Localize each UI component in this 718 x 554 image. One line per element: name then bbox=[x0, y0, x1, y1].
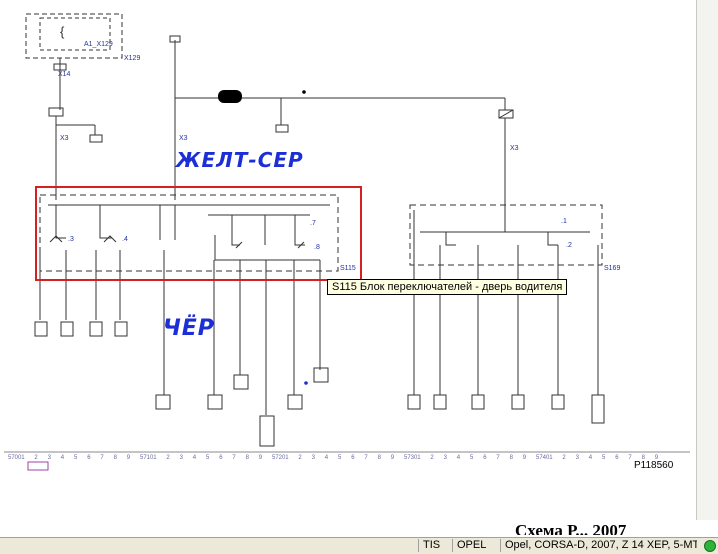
ruler-label: 4 bbox=[325, 455, 329, 461]
ruler-label: 7 bbox=[628, 455, 632, 461]
ruler-label: 5 bbox=[602, 455, 606, 461]
ruler-label: 8 bbox=[510, 455, 514, 461]
ruler-label: 7 bbox=[496, 455, 500, 461]
ruler-label: 9 bbox=[127, 455, 131, 461]
pin-x3-label-2: X3 bbox=[179, 135, 188, 142]
pin-label-8: .8 bbox=[314, 244, 320, 251]
ruler-label: 3 bbox=[180, 455, 184, 461]
component-s115-outline bbox=[39, 194, 339, 272]
status-bar: TIS OPEL Opel, CORSA-D, 2007, Z 14 XEP, … bbox=[0, 537, 718, 554]
splice-connector bbox=[218, 90, 242, 103]
ruler-label: 5740 bbox=[536, 455, 550, 461]
ruler-label: 5 bbox=[74, 455, 78, 461]
ruler-label: 8 bbox=[114, 455, 118, 461]
ruler-label: 6 bbox=[483, 455, 487, 461]
ruler-label: 5 bbox=[470, 455, 474, 461]
ruler-label: 2 bbox=[430, 455, 434, 461]
ruler-label: 2 bbox=[298, 455, 302, 461]
ruler-label: 6 bbox=[87, 455, 91, 461]
ruler-label: 2 bbox=[34, 455, 38, 461]
pin-label-2: .2 bbox=[566, 242, 572, 249]
handwritten-note-yellow-grey: ЖЕЛТ-СЕР bbox=[176, 148, 304, 172]
wiring-schematic: A1_X129 X129 X14 X3 X3 X3 S115 S169 .3 .… bbox=[4, 13, 690, 471]
ruler-label: 8 bbox=[378, 455, 382, 461]
document-number: P118560 bbox=[634, 460, 674, 471]
pin-x14-label: X14 bbox=[58, 71, 71, 78]
pin-label-1: .1 bbox=[561, 218, 567, 225]
ruler-label: 9 bbox=[391, 455, 395, 461]
ruler-label: 7 bbox=[364, 455, 368, 461]
ruler-label: 8 bbox=[642, 455, 646, 461]
pin-x3-label-3: X3 bbox=[510, 145, 519, 152]
ruler-label: 9 bbox=[259, 455, 263, 461]
ruler-label: 6 bbox=[615, 455, 619, 461]
ruler-label: 9 bbox=[655, 455, 659, 461]
ruler-label: 4 bbox=[193, 455, 197, 461]
ruler-label: 3 bbox=[48, 455, 52, 461]
status-brand: OPEL bbox=[452, 539, 499, 552]
pin-label-3: .3 bbox=[68, 236, 74, 243]
ruler-label: 5700 bbox=[8, 455, 22, 461]
ruler-label: 5 bbox=[206, 455, 210, 461]
ruler-label: 1 bbox=[153, 455, 157, 461]
component-s169-outline bbox=[409, 204, 603, 266]
ruler-label: 3 bbox=[312, 455, 316, 461]
green-circle-icon bbox=[704, 540, 716, 552]
ruler-label: 6 bbox=[351, 455, 355, 461]
pin-x3-label-1: X3 bbox=[60, 135, 69, 142]
ruler-label: 1 bbox=[285, 455, 289, 461]
ruler-label: 3 bbox=[444, 455, 448, 461]
vertical-scrollbar[interactable] bbox=[696, 0, 718, 520]
s115-label: S115 bbox=[340, 265, 356, 272]
ruler-label: 2 bbox=[562, 455, 566, 461]
status-system: TIS bbox=[418, 539, 451, 552]
cursor-glyph: { bbox=[60, 24, 65, 39]
diagram-viewer[interactable]: A1_X129 X129 X14 X3 X3 X3 S115 S169 .3 .… bbox=[0, 0, 718, 520]
ruler-label: 5 bbox=[338, 455, 342, 461]
ruler-label: 4 bbox=[61, 455, 65, 461]
s169-label: S169 bbox=[604, 265, 620, 272]
pin-label-4: .4 bbox=[122, 236, 128, 243]
ruler-label: 2 bbox=[166, 455, 170, 461]
ruler-label: 7 bbox=[232, 455, 236, 461]
ruler-label: 5730 bbox=[404, 455, 418, 461]
ruler-label: 3 bbox=[576, 455, 580, 461]
ruler-label: 6 bbox=[219, 455, 223, 461]
ruler-label: 1 bbox=[21, 455, 25, 461]
handwritten-note-black: ЧЁР bbox=[163, 316, 215, 341]
selected-component-highlight bbox=[35, 186, 362, 281]
ruler-label: 5720 bbox=[272, 455, 286, 461]
component-tooltip: S115 Блок переключателей - дверь водител… bbox=[327, 279, 568, 295]
ruler-label: 1 bbox=[549, 455, 553, 461]
page-title: Схема Р... 2007 bbox=[515, 521, 627, 535]
ruler-label: 8 bbox=[246, 455, 250, 461]
connector-a1-x129 bbox=[25, 13, 123, 59]
ruler-label: 5710 bbox=[140, 455, 154, 461]
ruler-label: 7 bbox=[100, 455, 104, 461]
ruler-label: 4 bbox=[457, 455, 461, 461]
status-vehicle: Opel, CORSA-D, 2007, Z 14 XEP, 5-MT bbox=[500, 539, 697, 552]
pin-label-7: .7 bbox=[310, 220, 316, 227]
ruler-label: 1 bbox=[417, 455, 421, 461]
ruler-label: 9 bbox=[523, 455, 527, 461]
connector-label: A1_X129 bbox=[84, 41, 113, 48]
ruler-label: 4 bbox=[589, 455, 593, 461]
connector-ref-label: X129 bbox=[124, 55, 140, 62]
